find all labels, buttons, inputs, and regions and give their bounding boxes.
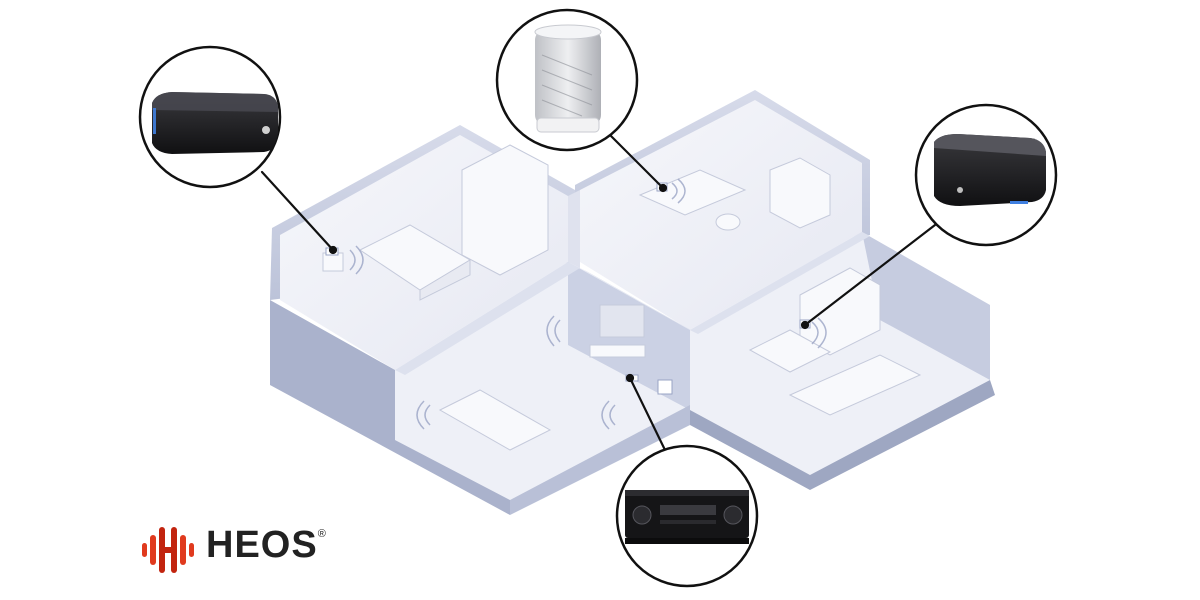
leader-avr [628, 376, 667, 452]
subwoofer [657, 379, 673, 395]
wave-living-2 [416, 400, 431, 430]
chair [715, 213, 741, 231]
leader-office-end [658, 183, 668, 193]
wave-office [671, 178, 686, 204]
heos-logo-icon [142, 527, 194, 573]
heos-5-speaker-icon [934, 134, 1046, 206]
trademark-symbol: ® [317, 528, 327, 540]
leader-avr-end [625, 373, 635, 383]
bed-side [419, 259, 471, 301]
wardrobe [461, 144, 549, 276]
sound-waves [349, 178, 827, 430]
tv [599, 304, 645, 338]
wave-living-1 [546, 315, 561, 347]
leader-bedroom [260, 170, 335, 252]
desk [638, 169, 747, 216]
kitchen-speaker-callout [914, 103, 1058, 247]
leader-office [608, 133, 665, 190]
living-room-avr-callout [615, 444, 759, 588]
heos-3-speaker-icon [152, 92, 278, 154]
wave-kitchen [811, 317, 827, 349]
house-shell [270, 90, 995, 515]
brand-name: HEOS [206, 524, 318, 566]
divider-wall-3 [690, 232, 870, 334]
dining-table [788, 354, 922, 416]
av-receiver-icon [625, 490, 749, 544]
tv-stand [589, 344, 646, 358]
heos-1-speaker-icon [534, 24, 602, 133]
wave-living-3 [601, 400, 616, 430]
sofa [438, 389, 552, 451]
cabinet [769, 157, 831, 229]
wave-bedroom [349, 245, 364, 275]
callout-lines [260, 133, 937, 452]
front-wall-left [270, 300, 510, 515]
divider-wall-4 [580, 268, 698, 334]
heos-wordmark: HEOS® [206, 524, 327, 567]
office-speaker-callout [495, 8, 639, 152]
front-wall-right [690, 380, 995, 490]
leader-bedroom-end [328, 245, 338, 255]
island [748, 329, 832, 373]
front-wall-mid [510, 405, 690, 515]
divider-wall-1 [568, 190, 580, 268]
divider-wall-2 [395, 262, 580, 375]
kitchen-back-wall [862, 232, 990, 380]
bedroom-speaker-callout [138, 45, 282, 189]
leader-kitchen [803, 223, 937, 327]
furniture [322, 144, 922, 451]
leader-kitchen-end [800, 320, 810, 330]
nightstand [322, 252, 344, 272]
